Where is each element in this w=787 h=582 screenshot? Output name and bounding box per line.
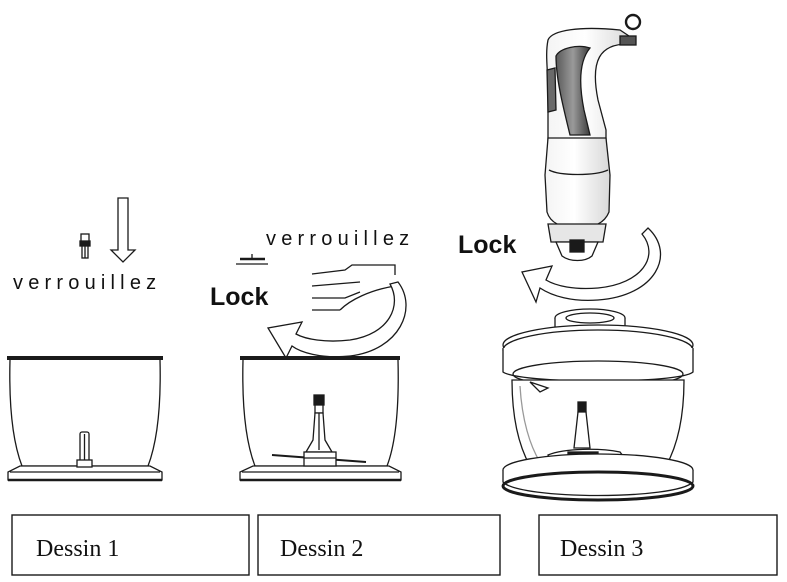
lock-word-label-2: verrouillez [266, 228, 414, 250]
caption-3: Dessin 3 [560, 536, 643, 562]
blade-pictogram-icon [79, 233, 91, 259]
caption-1: Dessin 1 [36, 536, 119, 562]
chopper-bowl-1 [7, 356, 163, 482]
panel-3-drawing [501, 13, 695, 502]
lid-outline [311, 264, 396, 311]
caption-box-3: Dessin 3 [538, 514, 778, 576]
rotate-arrow-icon-3 [521, 227, 662, 304]
chopper-bowl-3 [501, 308, 695, 502]
caption-box-1: Dessin 1 [11, 514, 250, 576]
hand-blender-motor [544, 13, 642, 262]
caption-box-2: Dessin 2 [257, 514, 501, 576]
down-arrow-icon [109, 197, 137, 263]
lid-pictogram-icon [236, 254, 268, 265]
chopper-bowl-2 [239, 356, 402, 482]
lock-word-label-1: verrouillez [13, 272, 161, 294]
panel-2-drawing [236, 254, 407, 482]
lock-label-2: Lock [458, 231, 516, 259]
lock-label-1: Lock [210, 283, 268, 311]
caption-2: Dessin 2 [280, 536, 363, 562]
panel-1-drawing [7, 197, 163, 482]
rotate-arrow-icon [266, 281, 407, 360]
